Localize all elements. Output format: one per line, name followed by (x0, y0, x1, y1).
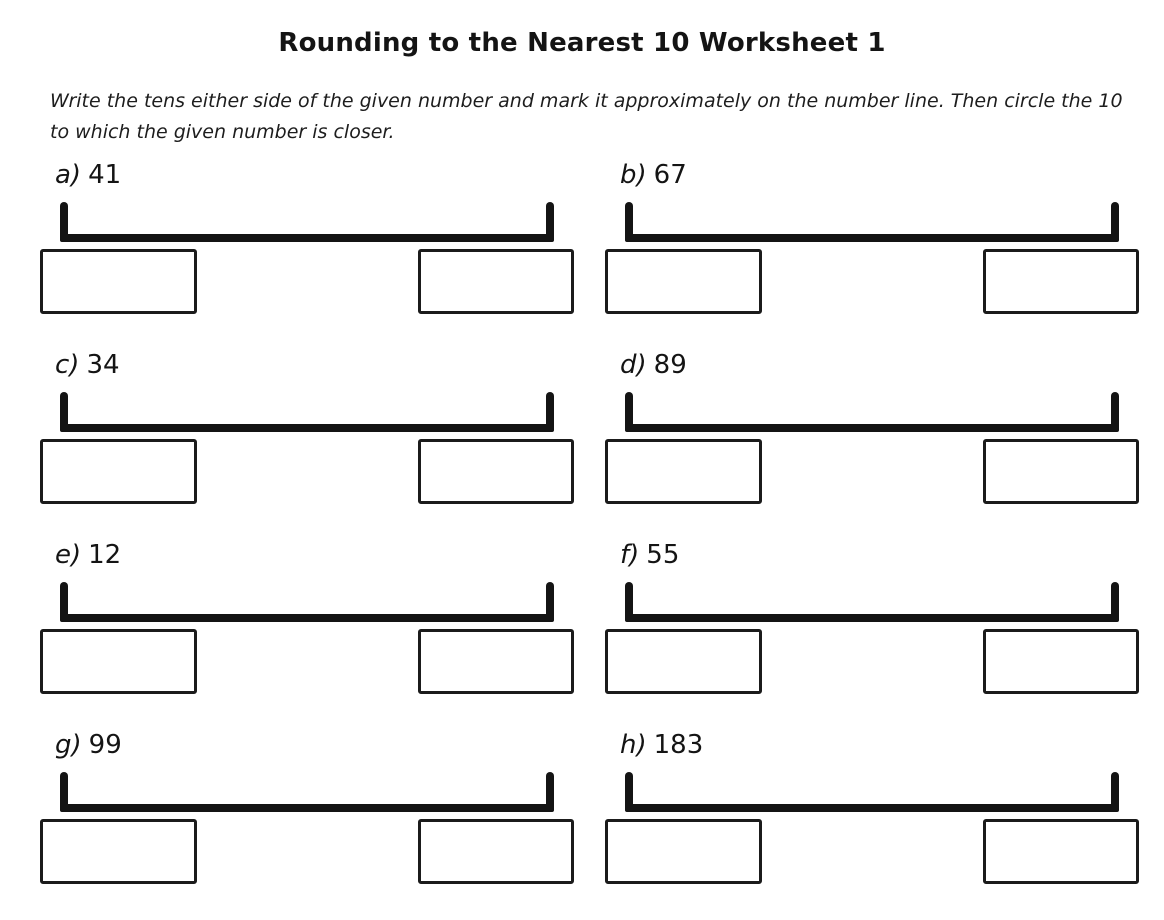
problem-label: b)67 (620, 160, 687, 190)
instructions-line-1: Write the tens either side of the given … (50, 90, 1123, 112)
number-line-left-tick (60, 392, 68, 432)
answer-box-upper-ten[interactable] (983, 629, 1139, 694)
number-line (60, 772, 554, 812)
problem-number: 34 (86, 350, 120, 380)
problem-number: 99 (88, 730, 122, 760)
number-line-right-tick (1111, 392, 1119, 432)
answer-box-upper-ten[interactable] (418, 249, 574, 314)
number-line-bar (625, 614, 1119, 622)
problem-e: e)12 (38, 540, 575, 730)
problem-label: g)99 (55, 730, 122, 760)
number-line-bar (60, 234, 554, 242)
problem-letter: h) (620, 730, 647, 760)
number-line-left-tick (60, 582, 68, 622)
problem-letter: e) (55, 540, 82, 570)
number-line (60, 582, 554, 622)
answer-box-upper-ten[interactable] (418, 629, 574, 694)
problem-label: e)12 (55, 540, 121, 570)
number-line (60, 202, 554, 242)
problem-letter: d) (620, 350, 647, 380)
problem-letter: f) (620, 540, 640, 570)
problem-c: c)34 (38, 350, 575, 540)
number-line-left-tick (625, 772, 633, 812)
instructions-line-2: to which the given number is closer. (50, 121, 395, 143)
problem-label: c)34 (55, 350, 120, 380)
number-line (625, 392, 1119, 432)
number-line-left-tick (60, 772, 68, 812)
number-line-bar (625, 234, 1119, 242)
problem-letter: c) (55, 350, 80, 380)
answer-box-upper-ten[interactable] (983, 819, 1139, 884)
problem-g: g)99 (38, 730, 575, 920)
problem-number: 41 (88, 160, 122, 190)
problem-number: 67 (653, 160, 687, 190)
problem-h: h)183 (603, 730, 1140, 920)
problem-letter: a) (55, 160, 82, 190)
answer-box-lower-ten[interactable] (40, 249, 197, 314)
number-line-left-tick (60, 202, 68, 242)
number-line-right-tick (546, 202, 554, 242)
problem-label: a)41 (55, 160, 121, 190)
problem-d: d)89 (603, 350, 1140, 540)
number-line-left-tick (625, 202, 633, 242)
number-line-right-tick (1111, 582, 1119, 622)
answer-box-lower-ten[interactable] (40, 819, 197, 884)
problem-label: f)55 (620, 540, 679, 570)
number-line-right-tick (546, 582, 554, 622)
number-line (625, 202, 1119, 242)
problem-label: d)89 (620, 350, 687, 380)
worksheet-title: Rounding to the Nearest 10 Worksheet 1 (278, 28, 886, 58)
answer-box-lower-ten[interactable] (605, 439, 762, 504)
number-line-bar (60, 424, 554, 432)
number-line-right-tick (546, 392, 554, 432)
answer-box-lower-ten[interactable] (40, 629, 197, 694)
answer-box-upper-ten[interactable] (983, 439, 1139, 504)
problem-b: b)67 (603, 160, 1140, 350)
number-line-left-tick (625, 582, 633, 622)
problem-letter: g) (55, 730, 82, 760)
number-line-left-tick (625, 392, 633, 432)
problem-f: f)55 (603, 540, 1140, 730)
problem-number: 55 (646, 540, 680, 570)
answer-box-lower-ten[interactable] (605, 629, 762, 694)
number-line (625, 772, 1119, 812)
number-line-right-tick (1111, 202, 1119, 242)
answer-box-lower-ten[interactable] (605, 819, 762, 884)
number-line (625, 582, 1119, 622)
number-line-right-tick (546, 772, 554, 812)
answer-box-upper-ten[interactable] (983, 249, 1139, 314)
number-line (60, 392, 554, 432)
number-line-bar (60, 804, 554, 812)
instructions: Write the tens either side of the given … (50, 86, 1140, 148)
answer-box-upper-ten[interactable] (418, 819, 574, 884)
number-line-bar (625, 804, 1119, 812)
answer-box-lower-ten[interactable] (605, 249, 762, 314)
number-line-right-tick (1111, 772, 1119, 812)
problem-a: a)41 (38, 160, 575, 350)
problem-letter: b) (620, 160, 647, 190)
number-line-bar (625, 424, 1119, 432)
problem-label: h)183 (620, 730, 703, 760)
problem-number: 89 (653, 350, 687, 380)
number-line-bar (60, 614, 554, 622)
problem-number: 183 (653, 730, 704, 760)
problem-number: 12 (88, 540, 122, 570)
answer-box-upper-ten[interactable] (418, 439, 574, 504)
answer-box-lower-ten[interactable] (40, 439, 197, 504)
